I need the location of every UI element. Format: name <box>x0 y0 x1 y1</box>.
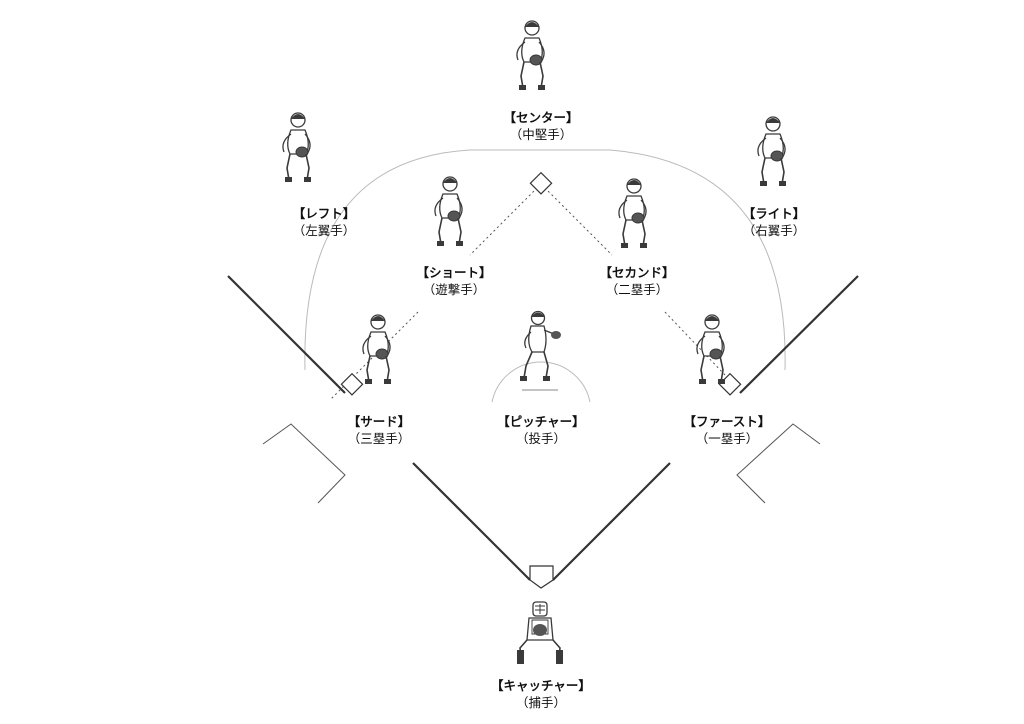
right-kanji: （右翼手） <box>742 223 806 238</box>
second-base <box>529 171 553 195</box>
second-baseman-label: 【セカンド】 （二塁手） <box>567 264 707 298</box>
first-base <box>718 372 742 396</box>
first-baseman-figure <box>696 314 726 385</box>
second-kana: 【セカンド】 <box>599 265 675 280</box>
shortstop-figure <box>434 176 464 247</box>
left-coach-box <box>262 423 346 504</box>
second-baseman-figure <box>618 178 648 249</box>
third-kanji: （三塁手） <box>347 431 411 446</box>
short-kana: 【ショート】 <box>416 265 492 280</box>
home-plate <box>529 565 554 589</box>
first-kana: 【ファースト】 <box>683 414 771 429</box>
third-kana: 【サード】 <box>347 414 411 429</box>
catcher-figure <box>516 601 564 665</box>
pitchers-mound <box>491 361 591 403</box>
catcher-label: 【キャッチャー】 （捕手） <box>471 677 611 711</box>
first-baseman-label: 【ファースト】 （一塁手） <box>657 413 797 447</box>
left-kanji: （左翼手） <box>292 223 356 238</box>
third-baseman-figure <box>362 314 392 385</box>
pitcher-kanji: （投手） <box>515 431 566 446</box>
center-kana: 【センター】 <box>503 110 579 125</box>
second-kanji: （二塁手） <box>605 282 669 297</box>
first-kanji: （一塁手） <box>695 431 759 446</box>
left-kana: 【レフト】 <box>292 206 356 221</box>
pitcher-label: 【ピッチャー】 （投手） <box>471 413 611 447</box>
left-fielder-figure <box>282 112 312 183</box>
third-base <box>340 372 364 396</box>
third-baseman-label: 【サード】 （三塁手） <box>309 413 449 447</box>
center-kanji: （中堅手） <box>509 127 573 142</box>
center-fielder-label: 【センター】 （中堅手） <box>471 109 611 143</box>
right-fielder-label: 【ライト】 （右翼手） <box>704 205 844 239</box>
right-fielder-figure <box>757 116 787 187</box>
pitcher-figure <box>519 310 562 382</box>
center-fielder-figure <box>516 20 546 91</box>
base-paths <box>329 183 726 401</box>
pitcher-kana: 【ピッチャー】 <box>497 414 585 429</box>
shortstop-label: 【ショート】 （遊撃手） <box>384 264 524 298</box>
right-kana: 【ライト】 <box>742 206 806 221</box>
catcher-kana: 【キャッチャー】 <box>491 678 591 693</box>
left-fielder-label: 【レフト】 （左翼手） <box>254 205 394 239</box>
short-kanji: （遊撃手） <box>422 282 486 297</box>
right-coach-box <box>736 423 821 504</box>
foul-lines <box>227 275 859 581</box>
outfield-arc <box>304 149 786 371</box>
catcher-kanji: （捕手） <box>515 695 566 710</box>
